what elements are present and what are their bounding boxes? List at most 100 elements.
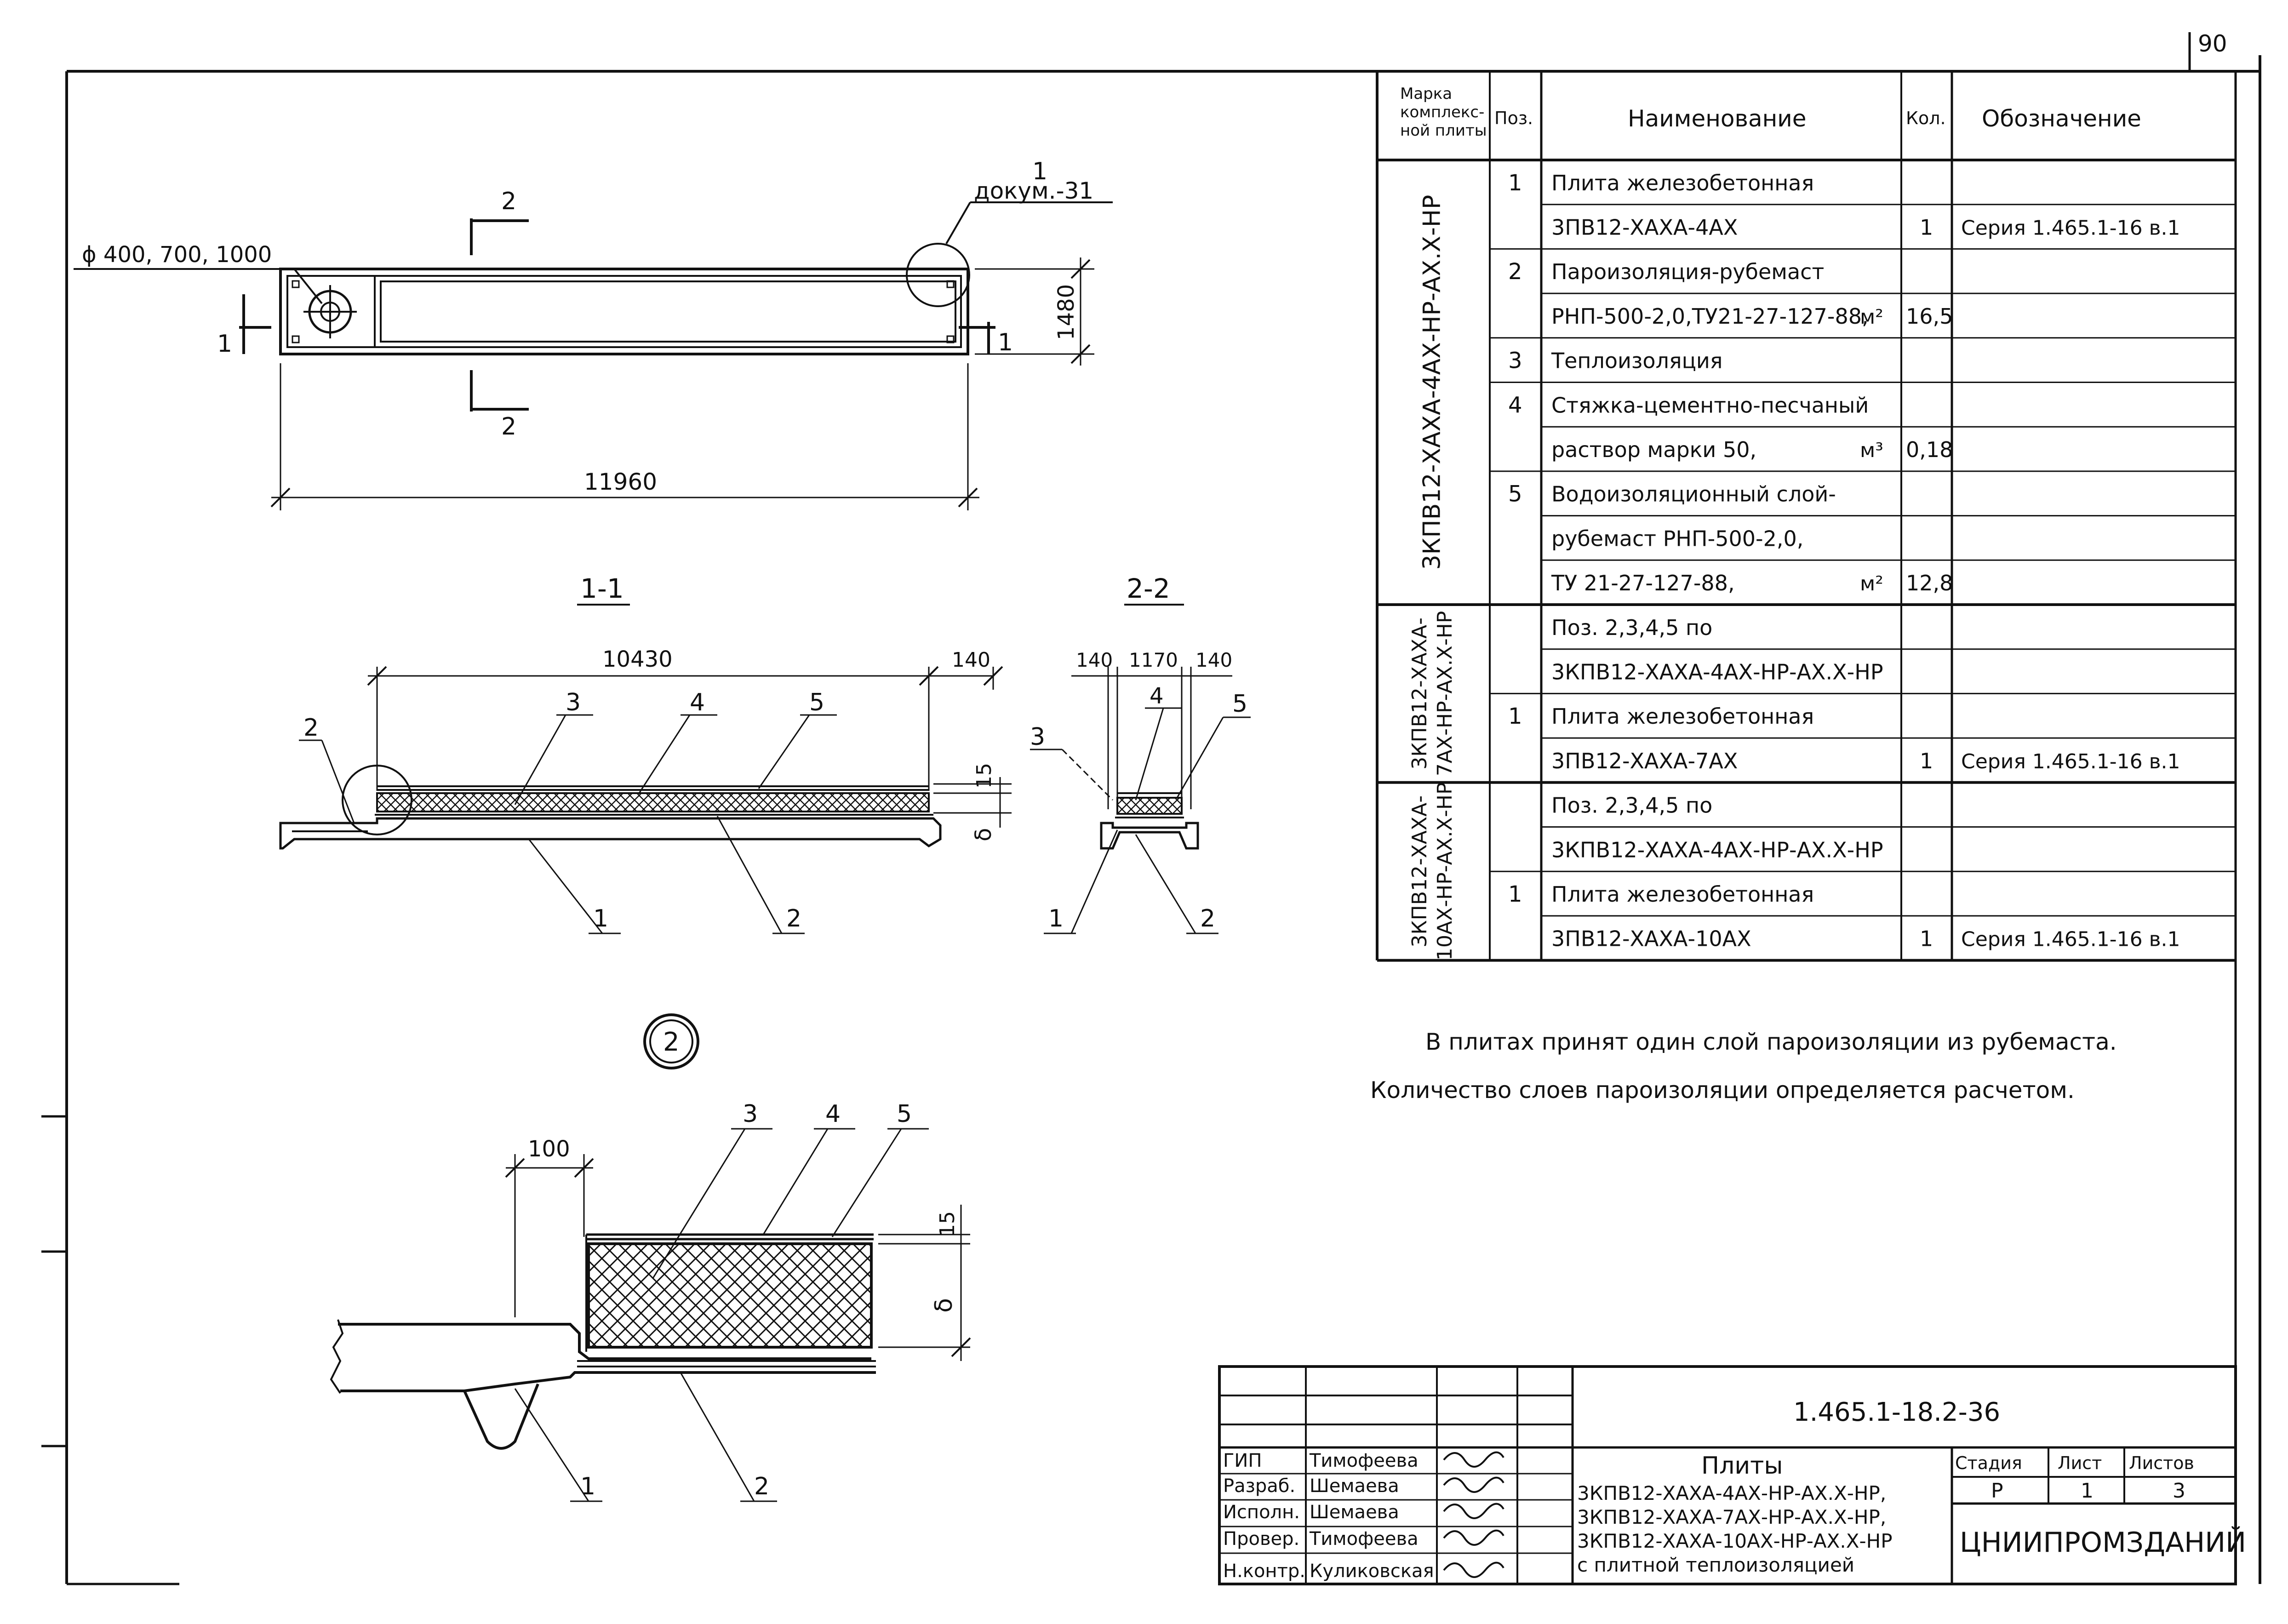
row-name: РНП-500-2,0,ТУ21-27-127-88, — [1551, 304, 1869, 329]
stamp-title-line: 3КПВ12-ХАХА-4АХ-НР-АХ.Х-НР, — [1577, 1482, 1886, 1504]
stamp-name: Тимофеева — [1309, 1450, 1419, 1471]
row-name: 3ПВ12-ХАХА-10АХ — [1551, 926, 1751, 951]
row-name: Плита железобетонная — [1551, 704, 1814, 729]
stamp-name: Куликовская — [1310, 1561, 1434, 1582]
stamp-title-line: с плитной теплоизоляцией — [1577, 1554, 1854, 1576]
header-name: Наименование — [1628, 105, 1807, 132]
row-pos: 1 — [1508, 881, 1522, 907]
row-name: Плита железобетонная — [1551, 882, 1814, 907]
stamp-sheet-label: Лист — [2058, 1453, 2102, 1473]
detail-2: 2 100 15 δ 3 4 5 — [330, 1013, 971, 1502]
note-line-2: Количество слоев пароизоляции определяет… — [1370, 1077, 2075, 1104]
stamp-title: Плиты — [1701, 1452, 1783, 1480]
stamp-sheets-label: Листов — [2129, 1453, 2194, 1473]
section-1-1-t15: 15 — [972, 763, 996, 789]
group-mark-label: 7АХ-НР-АХ.Х-НР — [1433, 611, 1457, 776]
header-designation: Обозначение — [1982, 105, 2141, 132]
section-1-1-label-4: 4 — [690, 689, 705, 716]
row-name: Поз. 2,3,4,5 по — [1551, 615, 1712, 640]
plan-view: ϕ 400, 700, 1000 1 докум.-31 2 2 1 1 148… — [74, 158, 1113, 510]
row-designation: Серия 1.465.1-16 в.1 — [1961, 928, 2180, 951]
section-1-1-edge: 140 — [952, 648, 990, 672]
section-2-2-d3: 140 — [1195, 649, 1232, 671]
row-qty: 1 — [1920, 215, 1933, 240]
row-unit: м² — [1860, 305, 1883, 329]
section-mark-1-left: 1 — [217, 330, 232, 358]
group-mark-label: 3КПВ12-ХАХА- — [1408, 795, 1431, 948]
header-mark-line: Марка — [1400, 85, 1452, 103]
row-pos: 1 — [1508, 170, 1522, 196]
section-1-1-label-5: 5 — [809, 689, 824, 716]
stamp-title-line: 3КПВ12-ХАХА-7АХ-НР-АХ.Х-НР, — [1577, 1506, 1886, 1528]
row-name: Пароизоляция-рубемаст — [1551, 259, 1824, 284]
row-qty: 1 — [1920, 926, 1933, 951]
row-name: Плита железобетонная — [1551, 171, 1814, 195]
stamp-name: Тимофеева — [1309, 1528, 1419, 1550]
detail-2-dim100: 100 — [528, 1136, 570, 1162]
row-name: рубемаст РНП-500-2,0, — [1551, 526, 1803, 551]
row-name: раствор марки 50, — [1551, 437, 1756, 462]
detail-number-label: 1 — [1032, 158, 1047, 185]
row-qty: 16,5 — [1906, 304, 1953, 329]
section-2-2-label-3: 3 — [1030, 723, 1045, 751]
row-name: Поз. 2,3,4,5 по — [1551, 793, 1712, 818]
header-mark-line: ной плиты — [1400, 121, 1487, 140]
group-mark-label: 3КПВ12-ХАХА- — [1408, 618, 1431, 770]
section-mark-1-right: 1 — [998, 329, 1013, 356]
row-designation: Серия 1.465.1-16 в.1 — [1961, 216, 2180, 240]
section-1-1-label-2: 2 — [786, 905, 801, 932]
row-qty: 0,18 — [1906, 437, 1953, 462]
stamp-role: Разраб. — [1223, 1475, 1295, 1497]
section-1-1: 1-1 10430 140 15 δ 2 3 — [279, 573, 1012, 934]
stamp-role: Провер. — [1223, 1528, 1299, 1550]
signature — [1443, 1561, 1504, 1578]
detail-2-t15: 15 — [936, 1211, 959, 1237]
row-name: Теплоизоляция — [1551, 349, 1722, 373]
group-mark-label: 10АХ-НР-АХ.Х-НР — [1433, 782, 1457, 960]
signature — [1443, 1476, 1504, 1493]
section-2-2-label-2: 2 — [1200, 905, 1215, 932]
row-name: 3ПВ12-ХАХА-7АХ — [1551, 749, 1738, 773]
title-block: 1.465.1-18.2-36 — [1218, 1365, 2237, 1585]
row-name: Стяжка-цементно-песчаный — [1551, 393, 1869, 417]
row-unit: м² — [1860, 572, 1883, 595]
section-1-1-label-1: 1 — [593, 905, 608, 932]
plan-length-dim: 11960 — [584, 469, 657, 495]
detail-2-number: 2 — [663, 1027, 680, 1057]
stamp-sheet: 1 — [2081, 1479, 2094, 1503]
stamp-stage-label: Стадия — [1955, 1453, 2022, 1473]
section-2-2-label-1: 1 — [1048, 905, 1064, 932]
stamp-role: ГИП — [1223, 1450, 1262, 1471]
section-2-2-label-4: 4 — [1150, 683, 1164, 709]
row-name: 3ПВ12-ХАХА-4АХ — [1551, 215, 1738, 240]
detail-2-delta: δ — [930, 1298, 958, 1313]
section-mark-2-bottom: 2 — [501, 413, 516, 440]
signature — [1443, 1529, 1504, 1546]
row-qty: 12,8 — [1906, 571, 1953, 595]
section-1-1-delta: δ — [971, 828, 996, 841]
row-designation: Серия 1.465.1-16 в.1 — [1961, 750, 2180, 773]
row-pos: 4 — [1508, 392, 1522, 418]
detail-doc-ref: докум.-31 — [974, 177, 1093, 204]
row-pos: 2 — [1508, 259, 1522, 285]
section-mark-2-top: 2 — [501, 188, 516, 215]
group-mark-label: 3КПВ12-ХАХА-4АХ-НР-АХ.Х-НР — [1419, 195, 1446, 570]
stamp-name: Шемаева — [1310, 1502, 1399, 1523]
row-qty: 1 — [1920, 749, 1933, 773]
section-2-2-label-5: 5 — [1232, 690, 1247, 718]
section-1-1-title: 1-1 — [580, 573, 624, 604]
detail-2-label-1: 1 — [580, 1473, 595, 1500]
note-line-1: В плитах принят один слой пароизоляции и… — [1425, 1029, 2117, 1055]
row-unit: м³ — [1860, 439, 1883, 462]
section-1-1-label-3: 3 — [566, 689, 581, 716]
row-name: 3КПВ12-ХАХА-4АХ-НР-АХ.Х-НР — [1551, 659, 1883, 684]
section-1-1-length: 10430 — [602, 646, 673, 672]
row-pos: 1 — [1508, 703, 1522, 729]
header-pos: Поз. — [1494, 108, 1533, 128]
stamp-org: ЦНИИПРОМЗДАНИЙ — [1960, 1526, 2246, 1559]
signature — [1443, 1503, 1504, 1519]
stamp-stage: Р — [1991, 1479, 2003, 1503]
